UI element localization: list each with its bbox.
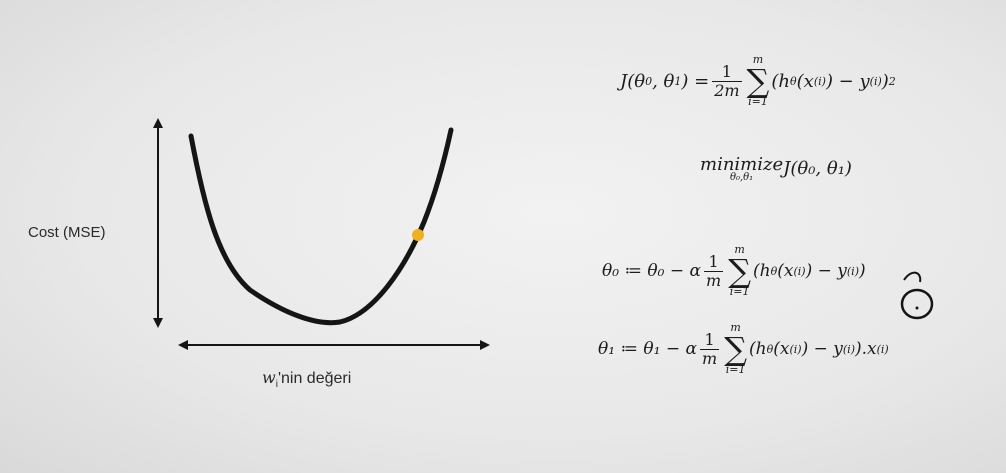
formula-sup: (i) (869, 74, 882, 88)
minimize-word: minimize (700, 154, 784, 175)
formula-sup: (i) (813, 74, 826, 88)
formula-sup: (i) (846, 264, 859, 278)
minimize-subscript: θ₀,θ₁ (729, 172, 754, 183)
fraction-denominator: m (700, 348, 720, 368)
cost-curve (188, 127, 454, 326)
fraction-denominator: m (704, 270, 724, 290)
formula-text: J(θ (620, 70, 646, 92)
sum-symbol: ∑ (746, 62, 770, 100)
formula-text: ) = (681, 70, 710, 92)
x-axis-label: wi'nin değeri (262, 368, 351, 390)
formula-sup: (i) (789, 342, 802, 356)
formula-text: ) − y (825, 70, 870, 92)
formula-sub: θ (790, 74, 797, 88)
formula-text: θ₁ ≔ θ₁ − α (598, 339, 698, 359)
summation: m∑i=1 (747, 54, 770, 108)
fraction-denominator: 2m (712, 80, 742, 100)
x-axis-variable: w (262, 368, 276, 387)
sum-lower: i=1 (725, 363, 746, 376)
formula-sup: (i) (876, 342, 889, 356)
sum-upper: m (734, 243, 745, 256)
current-weight-point (412, 229, 424, 241)
formula-sup: 2 (888, 74, 896, 88)
formula-text: (h (771, 70, 791, 92)
fraction-numerator: 1 (704, 329, 715, 349)
formula-text: ) − y (801, 339, 843, 359)
formula-sub: θ (766, 342, 774, 356)
sum-symbol: ∑ (724, 330, 748, 368)
formula-text: ) (859, 261, 866, 281)
summation: m∑i=1 (728, 244, 751, 298)
formula-sub: θ (770, 264, 778, 278)
x-axis-variable-subscript: i (275, 379, 278, 391)
formula-text: θ₀ ≔ θ₀ − α (602, 261, 702, 281)
formula-sub: 1 (674, 74, 682, 88)
sum-lower: i=1 (748, 95, 768, 108)
formula-text: (x (777, 261, 794, 281)
formula-text: (h (749, 339, 767, 359)
formula-text: J(θ₀, θ₁) (783, 158, 852, 179)
formula-text: ) (881, 70, 889, 92)
formula-sup: (i) (793, 264, 806, 278)
formula-sup: (i) (842, 342, 855, 356)
formula-text: (x (773, 339, 790, 359)
formula-text: ) − y (805, 261, 847, 281)
sum-symbol: ∑ (728, 252, 752, 290)
formula-text: (h (753, 261, 771, 281)
formula-text: , θ (652, 70, 675, 92)
summation: m∑i=1 (724, 322, 747, 376)
formula-text: ).x (855, 339, 877, 359)
y-axis-label: Cost (MSE) (28, 224, 106, 241)
sum-lower: i=1 (729, 285, 750, 298)
sum-upper: m (730, 321, 741, 334)
fraction-numerator: 1 (721, 61, 732, 81)
fraction-numerator: 1 (708, 251, 719, 271)
sum-upper: m (752, 53, 764, 66)
formula-text: (x (796, 70, 814, 92)
formula-sub: 0 (645, 74, 653, 88)
x-axis-label-text: 'nin değeri (277, 370, 352, 387)
